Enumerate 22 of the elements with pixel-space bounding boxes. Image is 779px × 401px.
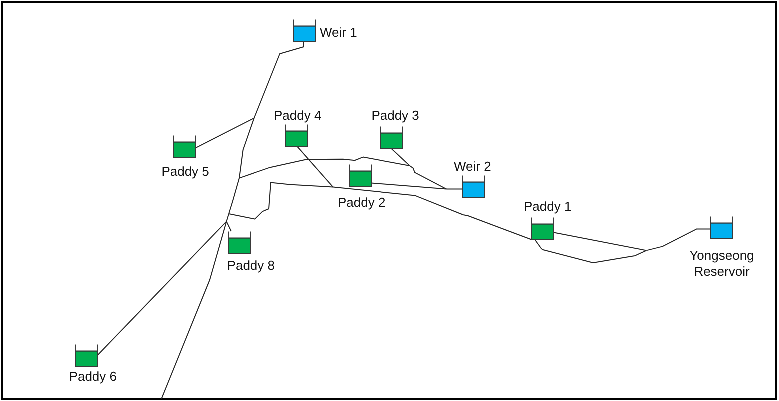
connector-line (228, 182, 334, 220)
connector-line (646, 228, 712, 252)
connector-line (332, 186, 533, 240)
connector-line (534, 240, 648, 264)
node-label: Weir 2 (454, 158, 492, 174)
connector-line (161, 214, 230, 400)
node-label: Paddy 1 (524, 199, 572, 214)
node-label: Yongseong Reservoir (688, 248, 756, 280)
connector-line (554, 232, 648, 252)
connector-line (195, 118, 255, 149)
connector-line (228, 178, 240, 214)
node-label: Weir 1 (320, 25, 358, 40)
node-label: Paddy 2 (338, 194, 386, 210)
node-label: Paddy 6 (69, 368, 117, 384)
connector-line (297, 146, 334, 188)
node-label: Paddy 4 (274, 108, 322, 122)
node-label: Paddy 3 (372, 108, 420, 122)
connector-line (390, 148, 410, 166)
connector-line (98, 221, 232, 356)
node-label: Paddy 5 (162, 164, 210, 179)
connector-line (371, 182, 448, 190)
node-label: Paddy 8 (227, 258, 275, 273)
